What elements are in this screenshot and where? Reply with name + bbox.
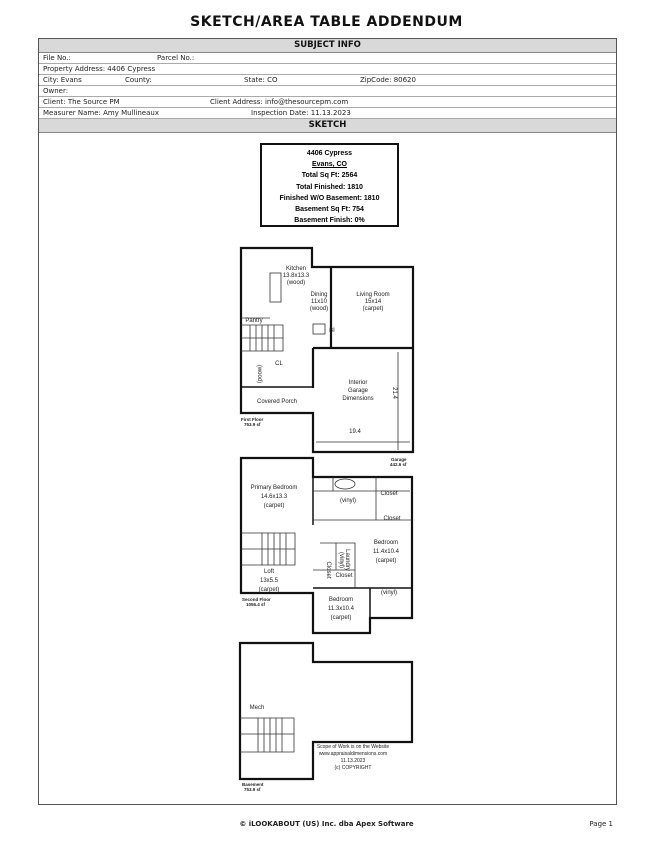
state: State: CO <box>244 76 278 84</box>
summary-basement-sqft: Basement Sq Ft: 754 <box>295 206 364 214</box>
row-measurer: Measurer Name: Amy Mullineaux Inspection… <box>39 108 616 119</box>
summary-total-sqft: Total Sq Ft: 2564 <box>301 172 358 180</box>
footer-copyright: © iLOOKABOUT (US) Inc. dba Apex Software <box>239 820 414 828</box>
garage-dim-lines <box>316 352 410 450</box>
porch-label: Covered Porch <box>257 399 297 405</box>
row-owner: Owner: <box>39 86 616 97</box>
client-address: Client Address: info@thesourcepm.com <box>210 98 349 106</box>
area-summary-box: 4406 Cypress Evans, CO Total Sq Ft: 2564… <box>260 143 399 227</box>
cl-label: CL <box>275 361 283 367</box>
sketch-header: SKETCH <box>39 119 616 133</box>
city: City: Evans <box>43 76 82 84</box>
addendum-frame: SUBJECT INFO File No.: Parcel No.: Prope… <box>38 38 617 805</box>
document-title: SKETCH/AREA TABLE ADDENDUM <box>190 14 463 30</box>
summary-finished-wo-basement: Finished W/O Basement: 1810 <box>279 194 380 202</box>
first-floor-outline <box>239 246 415 454</box>
basement-stairs <box>240 717 295 753</box>
row-client: Client: The Source PM Client Address: in… <box>39 97 616 108</box>
kitchen-island <box>269 272 282 303</box>
pantry-label: Pantry <box>245 318 262 324</box>
first-floor-stairs <box>241 324 284 352</box>
bi-box <box>312 323 326 335</box>
basement-outline <box>238 641 414 781</box>
row-file: File No.: Parcel No.: <box>39 53 616 64</box>
vinyl2-label: (vinyl) <box>381 590 397 596</box>
property-address: Property Address: 4406 Cypress <box>43 65 156 73</box>
second-floor-baths <box>313 477 412 588</box>
summary-city: Evans, CO <box>311 161 347 169</box>
garage-depth: 21.4 <box>391 387 397 399</box>
bi-label: BI <box>329 328 335 334</box>
closet2-label: Closet <box>383 516 400 522</box>
measurer: Measurer Name: Amy Mullineaux <box>43 109 159 117</box>
client: Client: The Source PM <box>43 98 120 106</box>
county: County: <box>125 76 152 84</box>
summary-basement-finish: Basement Finish: 0% <box>294 217 365 225</box>
summary-total-finished: Total Finished: 1810 <box>296 183 363 191</box>
mech-label: Mech <box>250 705 265 711</box>
file-no: File No.: <box>43 54 71 62</box>
tub-icon <box>334 478 356 490</box>
living-room-walls <box>311 267 413 388</box>
row-city: City: Evans County: State: CO ZipCode: 8… <box>39 75 616 86</box>
closet3-label: Closet <box>325 561 331 578</box>
second-floor-interior <box>312 477 412 633</box>
inspection-date: Inspection Date: 11.13.2023 <box>251 109 351 117</box>
laundry-label: Laundry(vinyl) <box>338 549 350 571</box>
page-number: Page 1 <box>589 820 613 828</box>
subject-info-header: SUBJECT INFO <box>39 39 616 53</box>
powder-label: (wood) <box>256 365 262 383</box>
row-address: Property Address: 4406 Cypress <box>39 64 616 75</box>
zipcode: ZipCode: 80620 <box>360 76 416 84</box>
vinyl-label: (vinyl) <box>340 498 356 504</box>
summary-address: 4406 Cypress <box>306 150 353 157</box>
parcel-no: Parcel No.: <box>157 54 195 62</box>
closet1-label: Closet <box>380 491 397 497</box>
owner: Owner: <box>43 87 69 95</box>
second-floor-stairs <box>241 532 296 566</box>
closet4-label: Closet <box>335 573 352 579</box>
garage-width: 19.4 <box>349 429 361 435</box>
